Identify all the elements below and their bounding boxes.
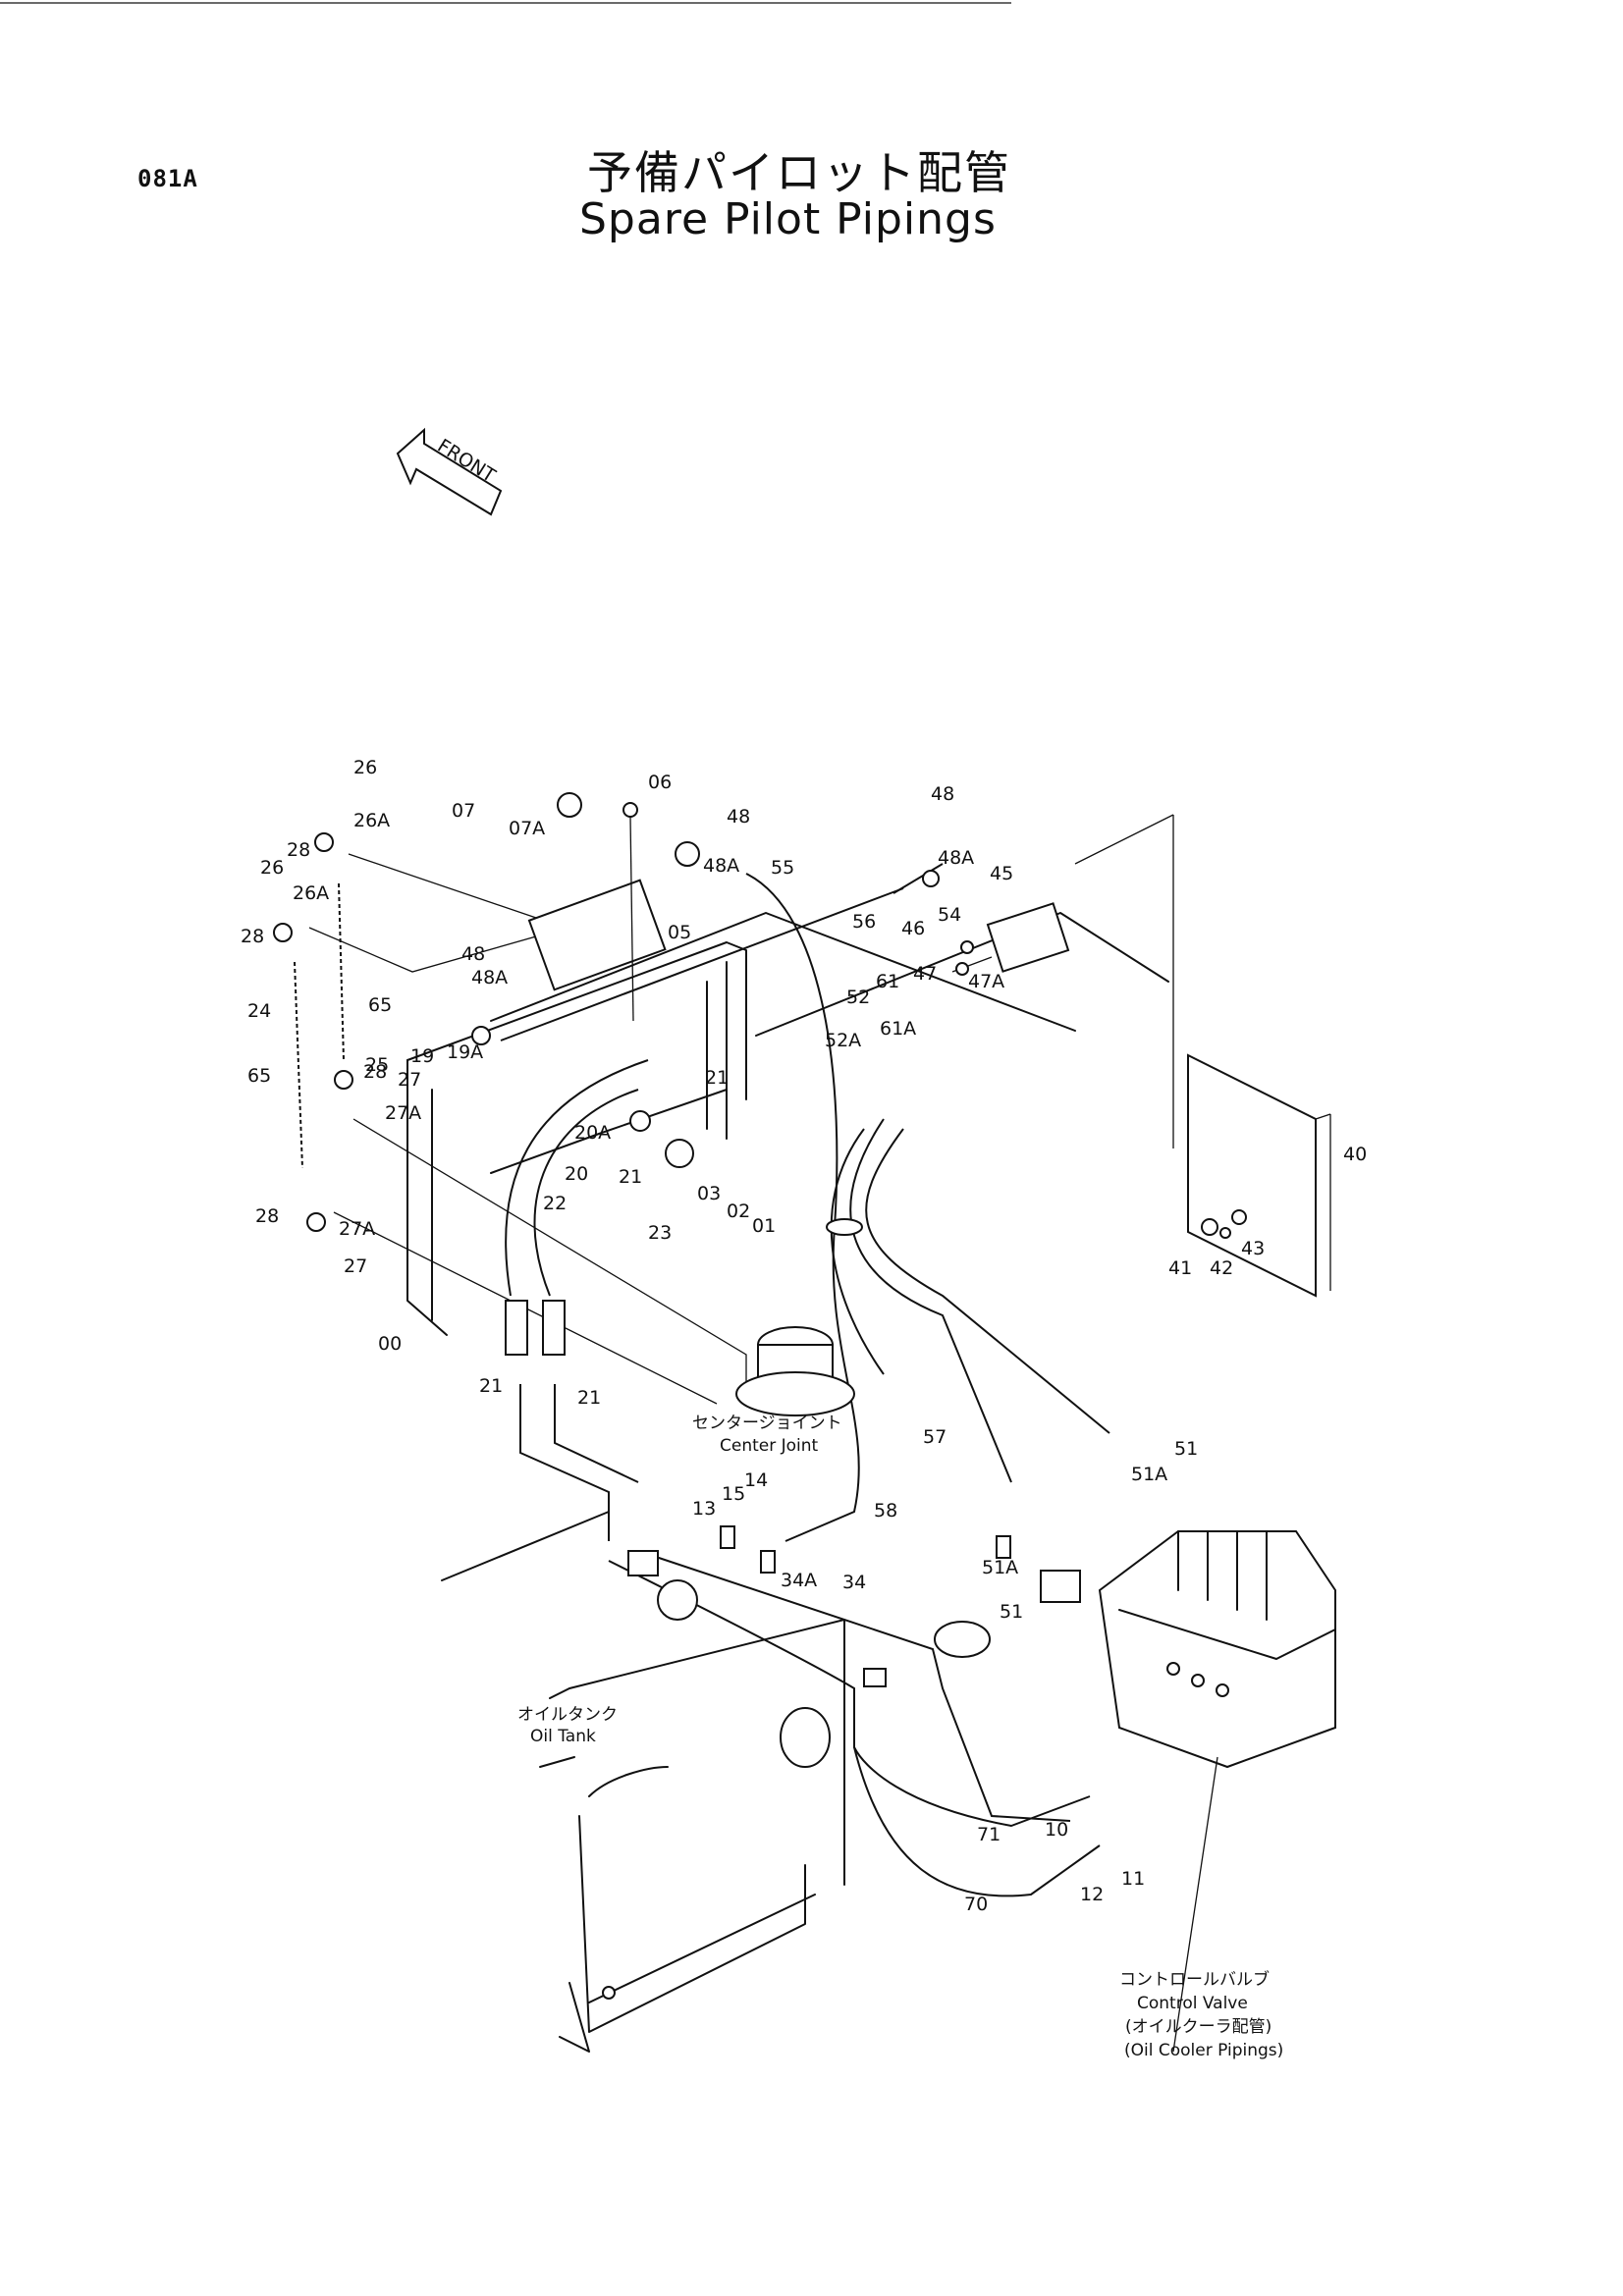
callout-07A: 07A (509, 818, 545, 839)
callout-43: 43 (1241, 1238, 1265, 1259)
callout-06: 06 (648, 772, 672, 793)
control-valve-en: Control Valve (1137, 1994, 1248, 2013)
control-valve (1040, 1530, 1336, 2053)
callout-26A: 26A (353, 810, 390, 831)
callout-02: 02 (727, 1201, 750, 1222)
center-joint-hoses (505, 1059, 694, 1356)
callout-61: 61 (876, 971, 899, 992)
callout-07: 07 (452, 800, 475, 822)
control-valve-jp: コントロールバルブ (1119, 1969, 1270, 1990)
callout-52: 52 (846, 987, 870, 1008)
callout-12: 12 (1080, 1884, 1104, 1905)
callout-48: 48 (727, 806, 750, 828)
callout-51A: 51A (982, 1557, 1018, 1578)
callout-21: 21 (619, 1166, 642, 1188)
callout-23: 23 (648, 1222, 672, 1244)
callout-15: 15 (722, 1483, 745, 1505)
callout-14: 14 (744, 1469, 768, 1491)
callout-65: 65 (247, 1065, 271, 1087)
callout-54: 54 (938, 904, 961, 926)
callout-00: 00 (378, 1333, 402, 1355)
center-joint (735, 1326, 855, 1416)
callout-47: 47 (913, 963, 937, 985)
callout-27: 27 (398, 1069, 421, 1091)
oil-cooler-en: (Oil Cooler Pipings) (1124, 2041, 1283, 2060)
callout-27A: 27A (385, 1102, 421, 1124)
title-english: Spare Pilot Pipings (579, 194, 997, 244)
callout-28: 28 (255, 1205, 279, 1227)
main-hoses (500, 863, 1110, 1542)
title-japanese: 予備パイロット配管 (587, 146, 1011, 199)
callout-51: 51 (1000, 1601, 1023, 1623)
valve-block (471, 792, 700, 1045)
callout-41: 41 (1168, 1257, 1192, 1279)
callout-45: 45 (990, 863, 1013, 884)
callout-48: 48 (461, 943, 485, 965)
callout-48A: 48A (703, 855, 739, 877)
oil-tank-jp: オイルタンク (517, 1705, 618, 1725)
callout-34: 34 (842, 1572, 866, 1593)
callout-22: 22 (543, 1193, 567, 1214)
callout-19: 19 (410, 1045, 434, 1067)
oil-tank (441, 1511, 845, 2053)
callout-28: 28 (363, 1061, 387, 1083)
callout-05: 05 (668, 922, 691, 943)
callout-24: 24 (247, 1000, 271, 1022)
center-joint-jp: センタージョイント (692, 1414, 842, 1433)
callout-34A: 34A (781, 1570, 817, 1591)
callout-56: 56 (852, 911, 876, 933)
callout-21: 21 (577, 1387, 601, 1409)
callout-48: 48 (931, 783, 954, 805)
lower-piping (519, 1384, 1101, 1897)
callout-19A: 19A (447, 1041, 483, 1063)
callout-42: 42 (1210, 1257, 1233, 1279)
frame-structure (406, 912, 1169, 1336)
callout-55: 55 (771, 857, 794, 879)
callout-20: 20 (565, 1163, 588, 1185)
callout-48A: 48A (471, 967, 508, 988)
callout-51A: 51A (1131, 1464, 1167, 1485)
callout-21: 21 (479, 1375, 503, 1397)
sheet-code: 081A (137, 165, 198, 192)
callout-65: 65 (368, 994, 392, 1016)
callout-28: 28 (287, 839, 310, 861)
callout-57: 57 (923, 1426, 947, 1448)
component-captions: センタージョイント Center Joint オイルタンク Oil Tank コ… (517, 1414, 1283, 2060)
callout-70: 70 (964, 1894, 988, 1915)
callout-21: 21 (705, 1067, 729, 1089)
callout-46: 46 (901, 918, 925, 939)
callout-71: 71 (977, 1824, 1001, 1845)
callout-26: 26 (260, 857, 284, 879)
callout-26: 26 (353, 757, 377, 778)
callout-20A: 20A (574, 1122, 611, 1144)
callout-51: 51 (1174, 1438, 1198, 1460)
callout-40: 40 (1343, 1144, 1367, 1165)
callout-28: 28 (241, 926, 264, 947)
callout-27: 27 (344, 1255, 367, 1277)
callout-58: 58 (874, 1500, 897, 1522)
center-joint-en: Center Joint (720, 1436, 819, 1456)
front-arrow-icon: FRONT (396, 427, 503, 516)
callout-labels: 26 26A 26 28 26A 28 24 65 65 25 28 27 27… (241, 757, 1367, 1915)
oil-cooler-jp: (オイルクーラ配管) (1125, 2017, 1271, 2037)
callout-47A: 47A (968, 971, 1004, 992)
callout-27A: 27A (339, 1218, 375, 1240)
callout-48A: 48A (938, 847, 974, 869)
callout-01: 01 (752, 1215, 776, 1237)
callout-03: 03 (697, 1183, 721, 1204)
callout-26A: 26A (293, 882, 329, 904)
callout-25: 25 (365, 1054, 389, 1076)
manifold-45 (922, 870, 1070, 976)
mounting-plate-40 (1074, 814, 1331, 1298)
oil-tank-en: Oil Tank (530, 1727, 596, 1746)
callout-52A: 52A (825, 1030, 861, 1051)
callout-11: 11 (1121, 1868, 1145, 1890)
callout-10: 10 (1045, 1819, 1068, 1841)
callout-61A: 61A (880, 1018, 916, 1040)
callout-13: 13 (692, 1498, 716, 1520)
